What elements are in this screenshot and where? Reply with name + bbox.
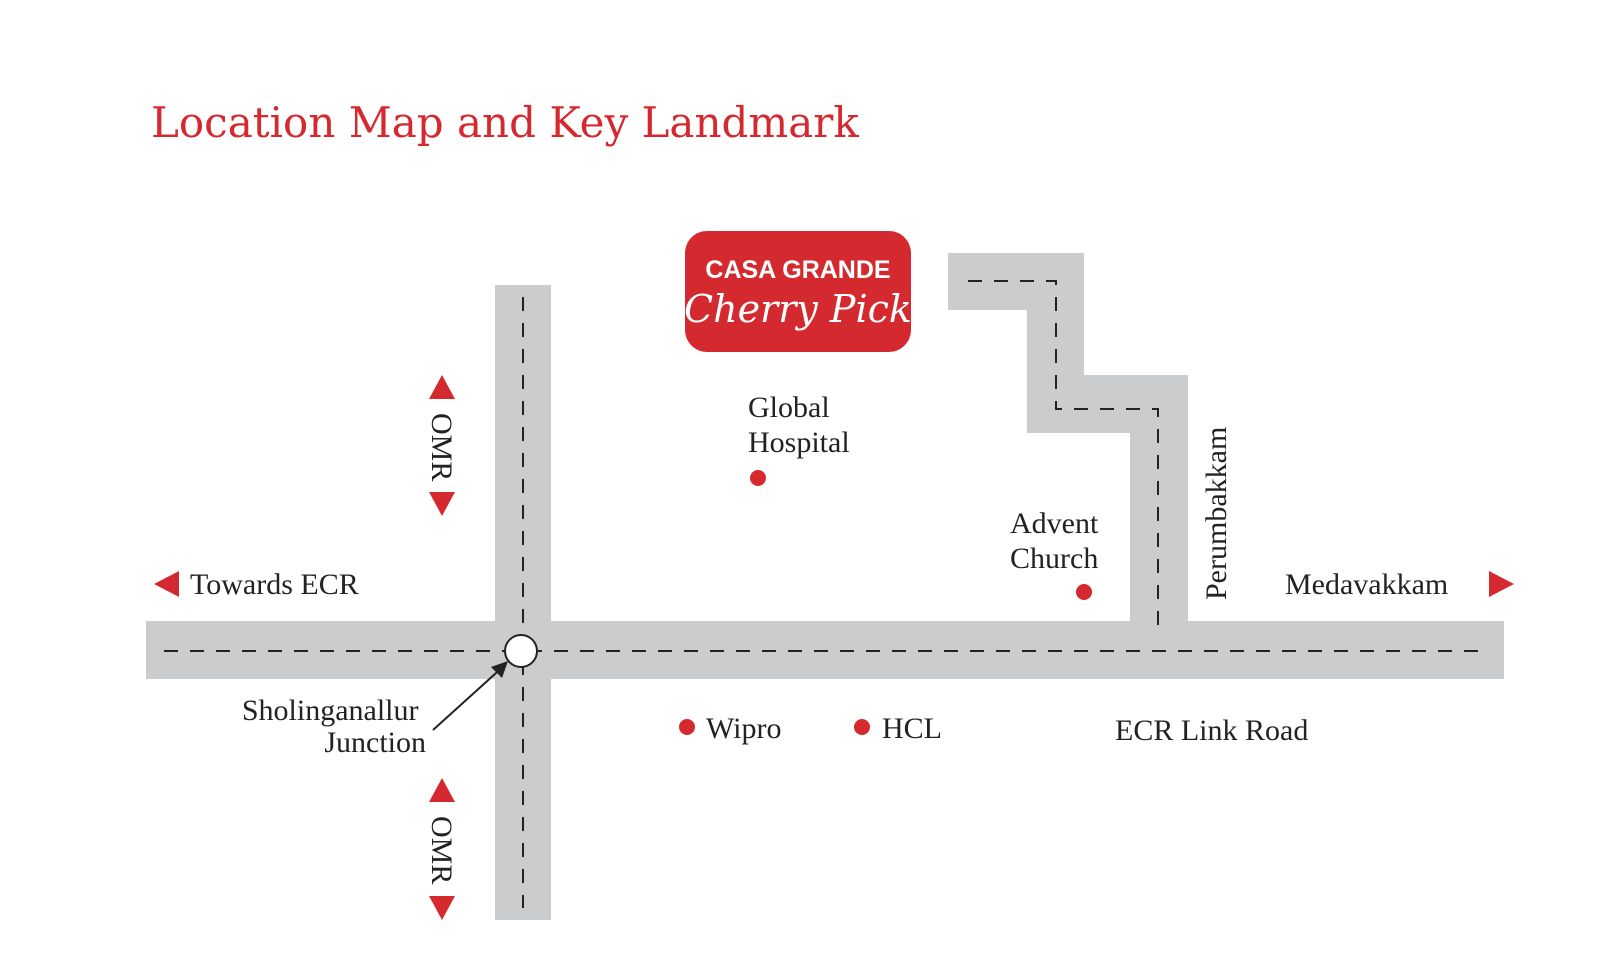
map-title: Location Map and Key Landmark [151,98,859,147]
ecr-link-road-label: ECR Link Road [1115,714,1308,747]
landmark-label: Global Hospital [748,391,850,459]
omr-bottom-label: OMR [425,816,458,884]
towards-ecr-label: Towards ECR [190,568,359,601]
landmark-label: HCL [882,712,942,745]
landmark-dot-icon [1076,584,1092,600]
perumbakkam-center-line [968,280,1159,635]
landmark-hcl: HCL [854,712,942,745]
arrow-right-icon [1489,571,1514,597]
landmark-label-line-2: Church [1010,542,1098,575]
landmark-label: Advent Church [1010,507,1106,575]
perumbakkam-road [948,253,1188,625]
project-script-line: Cherry Pick [684,287,912,331]
landmark-label-line-1: Global [748,391,830,424]
road-center-lines [164,280,1489,908]
landmark-wipro: Wipro [679,712,781,745]
landmark-label-line-2: Hospital [748,426,850,459]
project-marker: CASA GRANDE Cherry Pick [684,231,912,352]
arrow-down-icon [429,492,455,516]
perumbakkam-label: Perumbakkam [1200,427,1233,600]
landmark-dot-icon [750,470,766,486]
landmark-dot-icon [854,719,870,735]
towards-ecr: Towards ECR [154,568,359,601]
landmark-advent-church: Advent Church [1010,507,1106,600]
project-brand-line: CASA GRANDE [705,256,890,284]
junction-circle-icon [504,634,538,668]
sholinganallur-junction: Sholinganallur Junction [242,634,538,759]
junction-label-line-2: Junction [324,726,426,759]
arrow-down-icon [429,896,455,920]
junction-label: Sholinganallur Junction [242,694,426,759]
junction-pointer-arrow [432,663,507,731]
omr-top: OMR [425,375,458,516]
junction-pointer-head-icon [491,661,508,678]
landmark-dot-icon [679,719,695,735]
landmark-label-line-1: Advent [1010,507,1099,540]
omr-road [495,285,551,920]
medavakkam: Medavakkam [1285,568,1514,601]
landmark-global-hospital: Global Hospital [748,391,850,486]
landmark-label: Wipro [706,712,781,745]
junction-label-line-1: Sholinganallur [242,694,419,727]
arrow-left-icon [154,571,179,597]
project-marker-icon [685,231,911,352]
arrow-up-icon [429,375,455,399]
arrow-up-icon [429,778,455,802]
omr-top-label: OMR [425,413,458,481]
medavakkam-label: Medavakkam [1285,568,1448,601]
omr-bottom: OMR [425,778,458,920]
